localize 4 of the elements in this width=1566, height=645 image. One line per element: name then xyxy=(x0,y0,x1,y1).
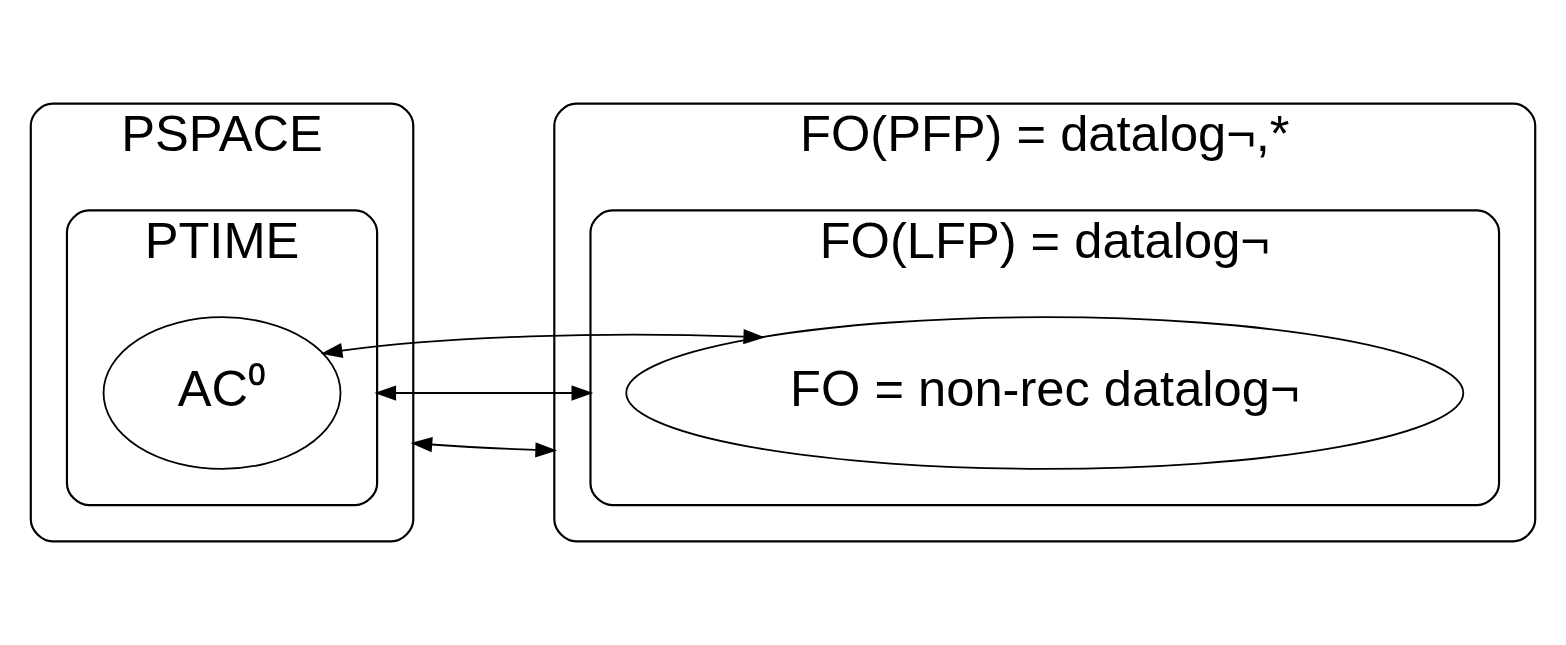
arrow xyxy=(320,329,766,359)
arrow xyxy=(410,437,558,458)
node-ellipse: FO = non-rec datalog¬ xyxy=(625,316,1465,470)
arrow xyxy=(374,385,594,401)
